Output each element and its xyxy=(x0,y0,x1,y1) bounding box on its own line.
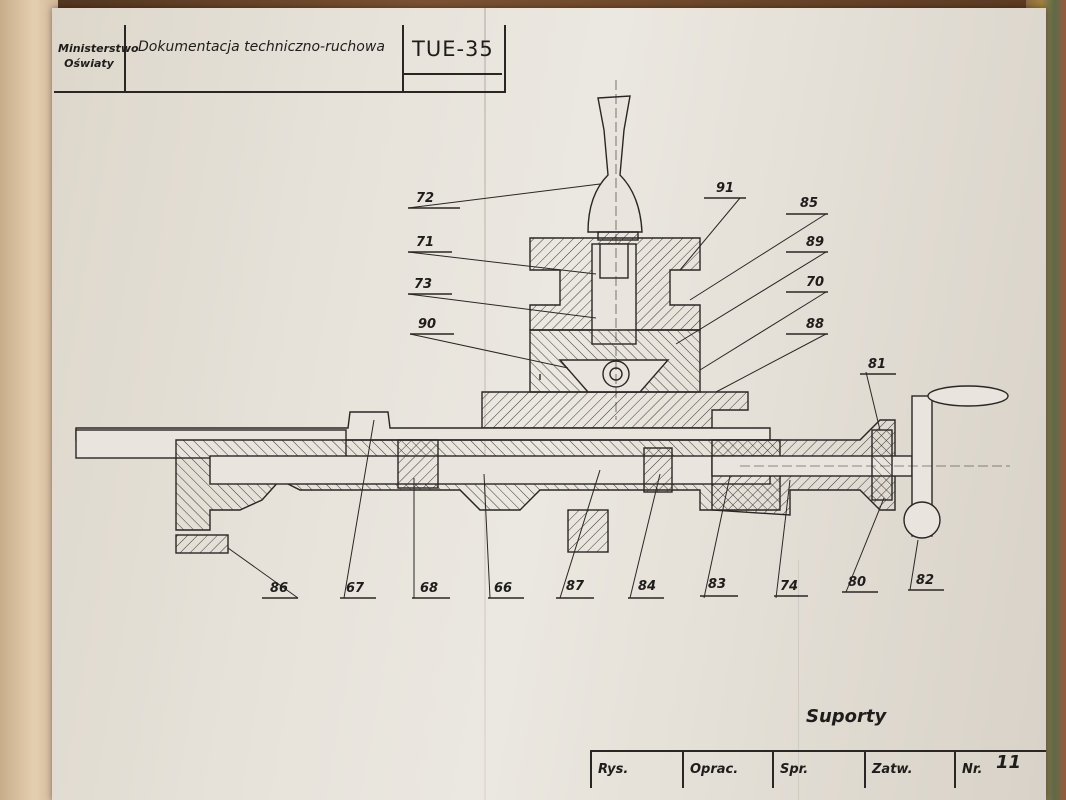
drawing-title: Suporty xyxy=(806,706,887,727)
spr-label: Spr. xyxy=(780,762,809,777)
callout-68: 68 xyxy=(420,581,439,596)
footer-title-block: Rys. Oprac. Spr. Zatw. Nr. 11 xyxy=(590,750,1046,788)
crank-grip xyxy=(927,385,1009,407)
callout-80: 80 xyxy=(848,575,867,590)
base-plate xyxy=(481,391,749,429)
callout-67: 67 xyxy=(346,581,365,596)
callout-66: 66 xyxy=(494,581,513,596)
bracket-87 xyxy=(567,509,609,553)
lead-screw-66 xyxy=(209,455,771,485)
callout-87: 87 xyxy=(566,579,585,594)
sheet-number: 11 xyxy=(996,752,1022,773)
callout-74: 74 xyxy=(780,579,799,594)
callout-91: 91 xyxy=(716,181,735,196)
zatw-cell: Zatw. xyxy=(866,752,956,788)
book-binding xyxy=(0,0,58,800)
callout-82: 82 xyxy=(916,573,935,588)
callout-88: 88 xyxy=(806,317,825,332)
nut-84 xyxy=(643,447,673,493)
sheet-fold-line-secondary xyxy=(798,560,799,800)
code-cell: TUE-35 xyxy=(404,25,502,75)
crank-knob xyxy=(903,501,941,539)
callout-70: 70 xyxy=(806,275,825,290)
zatw-label: Zatw. xyxy=(872,762,913,777)
callout-89: 89 xyxy=(806,235,825,250)
rys-label: Rys. xyxy=(598,762,629,777)
document-type: Dokumentacja techniczno-ruchowa xyxy=(138,39,385,55)
callout-71: 71 xyxy=(416,235,435,250)
callout-73: 73 xyxy=(414,277,433,292)
callout-85: 85 xyxy=(800,196,819,211)
oprac-label: Oprac. xyxy=(690,762,739,777)
callout-83: 83 xyxy=(708,577,727,592)
nr-cell: Nr. 11 xyxy=(956,752,1044,788)
left-flange-86 xyxy=(175,534,229,554)
spr-cell: Spr. xyxy=(774,752,866,788)
slide-body xyxy=(175,439,781,531)
ministry-cell: Ministerstwo Oświaty xyxy=(54,25,139,91)
oprac-cell: Oprac. xyxy=(684,752,774,788)
callout-81: 81 xyxy=(868,357,887,372)
callout-72: 72 xyxy=(416,191,435,206)
callout-90: 90 xyxy=(418,317,437,332)
callout-84: 84 xyxy=(638,579,657,594)
machine-code: TUE-35 xyxy=(412,37,494,61)
bearing-68 xyxy=(397,439,439,489)
ministry-name: Ministerstwo Oświaty xyxy=(58,42,139,70)
title-block: Ministerstwo Oświaty Dokumentacja techni… xyxy=(54,25,506,93)
rys-cell: Rys. xyxy=(592,752,684,788)
document-cell: Dokumentacja techniczno-ruchowa xyxy=(126,25,404,91)
callout-86: 86 xyxy=(270,581,289,596)
nut-80 xyxy=(871,429,893,501)
handle-72 xyxy=(587,95,643,233)
nr-label: Nr. xyxy=(962,762,983,777)
